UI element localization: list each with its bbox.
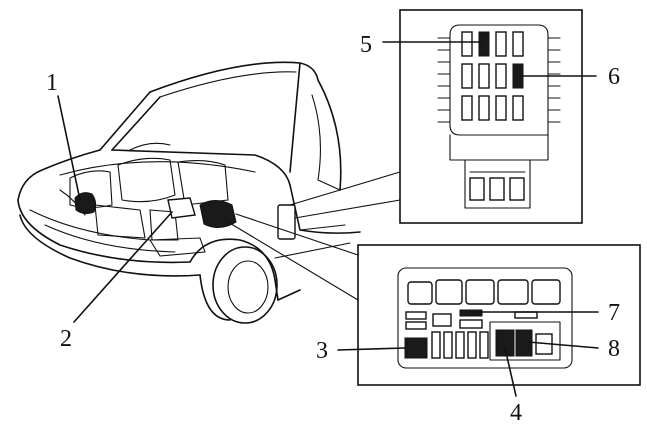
callout-3: 3 (316, 338, 328, 364)
interior-junction-block-panel (399, 9, 583, 224)
relay-5 (478, 31, 490, 57)
engine-relay-box-panel (357, 244, 641, 386)
callout-5: 5 (360, 32, 372, 58)
callout-2: 2 (60, 326, 72, 352)
callout-4: 4 (510, 400, 522, 426)
leader-lines (57, 41, 599, 397)
relay-3 (404, 337, 428, 359)
callout-8: 8 (608, 336, 620, 362)
callout-7: 7 (608, 300, 620, 326)
relay-8 (515, 329, 533, 357)
relay-4 (495, 329, 515, 357)
callout-labels: 1 2 3 4 5 6 7 8 (46, 32, 620, 426)
callout-1: 1 (46, 70, 58, 96)
callout-6: 6 (608, 64, 620, 90)
relay-7 (459, 309, 483, 317)
car-illustration (17, 61, 361, 324)
